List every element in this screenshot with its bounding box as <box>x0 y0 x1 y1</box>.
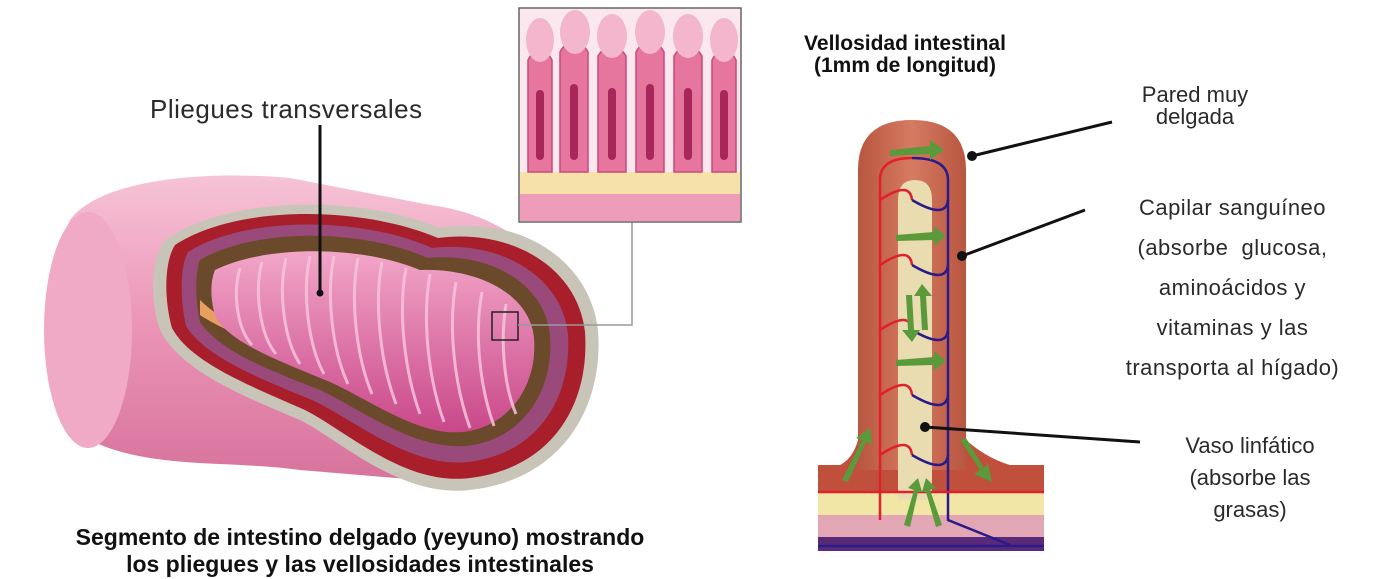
segment-title: Segmento de intestino delgado (yeyuno) m… <box>0 524 720 578</box>
wall-label-line-1: Pared muy <box>1100 84 1290 106</box>
lymph-label-line-1: Vaso linfático <box>1150 430 1350 462</box>
segment-title-line-1: Segmento de intestino delgado (yeyuno) m… <box>0 524 720 551</box>
lymph-label: Vaso linfático (absorbe las grasas) <box>1150 430 1350 526</box>
capillary-label-line-3: aminoácidos y <box>1090 268 1373 308</box>
wall-label-line-2: delgada <box>1100 106 1290 128</box>
villus-title: Vellosidad intestinal (1mm de longitud) <box>760 33 1050 77</box>
villus-title-line-1: Vellosidad intestinal <box>760 33 1050 55</box>
villus-diagram <box>818 120 1044 551</box>
capillary-label-line-4: vitaminas y las <box>1090 308 1373 348</box>
segment-title-line-2: los pliegues y las vellosidades intestin… <box>0 551 720 578</box>
villi-inset <box>519 8 741 222</box>
capillary-label-line-2: (absorbe glucosa, <box>1090 228 1373 268</box>
wall-label: Pared muy delgada <box>1100 84 1290 128</box>
capillary-label-line-5: transporta al hígado) <box>1090 348 1373 388</box>
villus-title-line-2: (1mm de longitud) <box>760 55 1050 77</box>
lymph-label-line-3: grasas) <box>1150 494 1350 526</box>
capillary-label: Capilar sanguíneo (absorbe glucosa, amin… <box>1090 188 1373 388</box>
lymph-label-line-2: (absorbe las <box>1150 462 1350 494</box>
capillary-label-line-1: Capilar sanguíneo <box>1090 188 1373 228</box>
folds-label: Pliegues transversales <box>150 94 423 125</box>
